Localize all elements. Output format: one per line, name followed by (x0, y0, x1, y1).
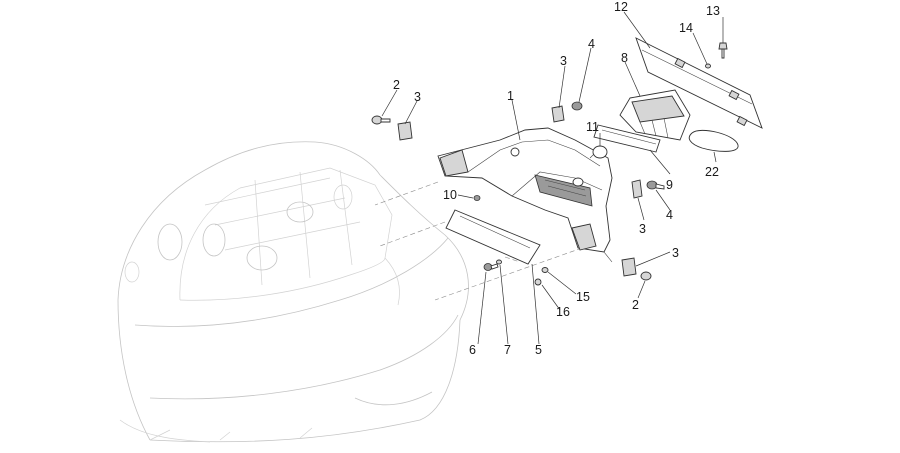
part-22-gasket (688, 129, 739, 152)
callout-12: 12 (614, 0, 628, 14)
part-3-clip-lower (621, 257, 637, 277)
part-13-screw (718, 42, 728, 59)
part-1-license-plate-holder-bracket (437, 127, 613, 263)
part-5-plate (445, 209, 541, 265)
callout-16: 16 (556, 305, 570, 319)
part-4-screw-top (571, 101, 583, 111)
callout-5: 5 (535, 343, 542, 357)
callout-7: 7 (504, 343, 511, 357)
callout-4-top: 4 (588, 37, 595, 51)
callout-2-lower: 2 (632, 298, 639, 312)
callout-22: 22 (705, 165, 719, 179)
part-15-nut (541, 267, 549, 273)
callout-3-top: 3 (560, 54, 567, 68)
part-7-washer (496, 259, 502, 265)
callout-13: 13 (706, 4, 720, 18)
part-3-clip-left (397, 121, 413, 141)
assembly-guide-lines (374, 181, 583, 301)
callout-9: 9 (666, 178, 673, 192)
part-2-screw-lower (640, 271, 652, 281)
part-12-license-plate (635, 37, 763, 129)
callout-labels: 12 13 14 4 3 8 2 3 1 11 9 22 10 4 3 3 15… (393, 0, 720, 357)
callout-1: 1 (507, 89, 514, 103)
scooter-rear-body (117, 141, 469, 443)
part-14-washer (705, 63, 711, 69)
callout-3-left: 3 (414, 90, 421, 104)
part-6-screw (483, 263, 499, 271)
leader-lines (381, 11, 724, 345)
callout-4-right: 4 (666, 208, 673, 222)
part-3-clip-top (551, 105, 565, 123)
part-9-lens (593, 124, 661, 153)
callout-11: 11 (586, 120, 599, 134)
callout-3-right: 3 (639, 222, 646, 236)
callout-3-lower: 3 (672, 246, 679, 260)
callout-15: 15 (576, 290, 590, 304)
part-2-screw-left (371, 115, 391, 125)
callout-10: 10 (443, 188, 457, 202)
part-8-license-plate-light (619, 89, 691, 141)
part-10-screw (473, 195, 481, 201)
callout-14: 14 (679, 21, 693, 35)
part-3-clip-right (631, 179, 643, 199)
callout-2-left: 2 (393, 78, 400, 92)
callout-6: 6 (469, 343, 476, 357)
part-4-screw-right (646, 180, 665, 190)
part-16-spacer (534, 278, 542, 286)
callout-8: 8 (621, 51, 628, 65)
